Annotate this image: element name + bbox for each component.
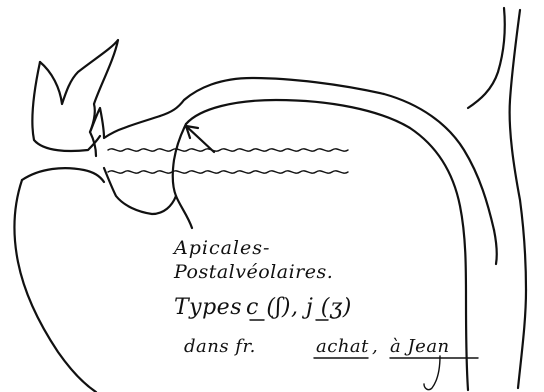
- rear-curve: [468, 8, 505, 108]
- airflow-wave-lower: [108, 171, 348, 173]
- label-achat: achat: [316, 336, 369, 357]
- palate-arch: [160, 78, 494, 230]
- lower-teeth: [104, 168, 176, 214]
- label-types: Types: [174, 295, 242, 320]
- upper-lip-edge: [32, 62, 100, 151]
- label-symbols: c (ʃ), j (ʒ): [246, 295, 352, 320]
- label-a-jean: à Jean: [390, 336, 450, 357]
- j-descender-mark: [424, 356, 440, 390]
- velum: [494, 230, 497, 264]
- label-apicales: Apicales-: [172, 237, 270, 259]
- upper-teeth: [90, 108, 160, 138]
- tongue-tip: [173, 124, 192, 228]
- pharynx-wall-lower: [518, 290, 526, 388]
- label-separator: ,: [372, 336, 378, 357]
- airflow-wave-upper: [108, 149, 348, 151]
- label-postalveolaires: Postalvéolaires.: [173, 261, 333, 283]
- lower-lip: [22, 168, 104, 182]
- chin-jaw: [15, 180, 96, 392]
- upper-lip-nose-outline: [40, 40, 118, 156]
- label-dans-fr: dans fr.: [184, 336, 256, 357]
- pharynx-wall-upper: [510, 10, 526, 290]
